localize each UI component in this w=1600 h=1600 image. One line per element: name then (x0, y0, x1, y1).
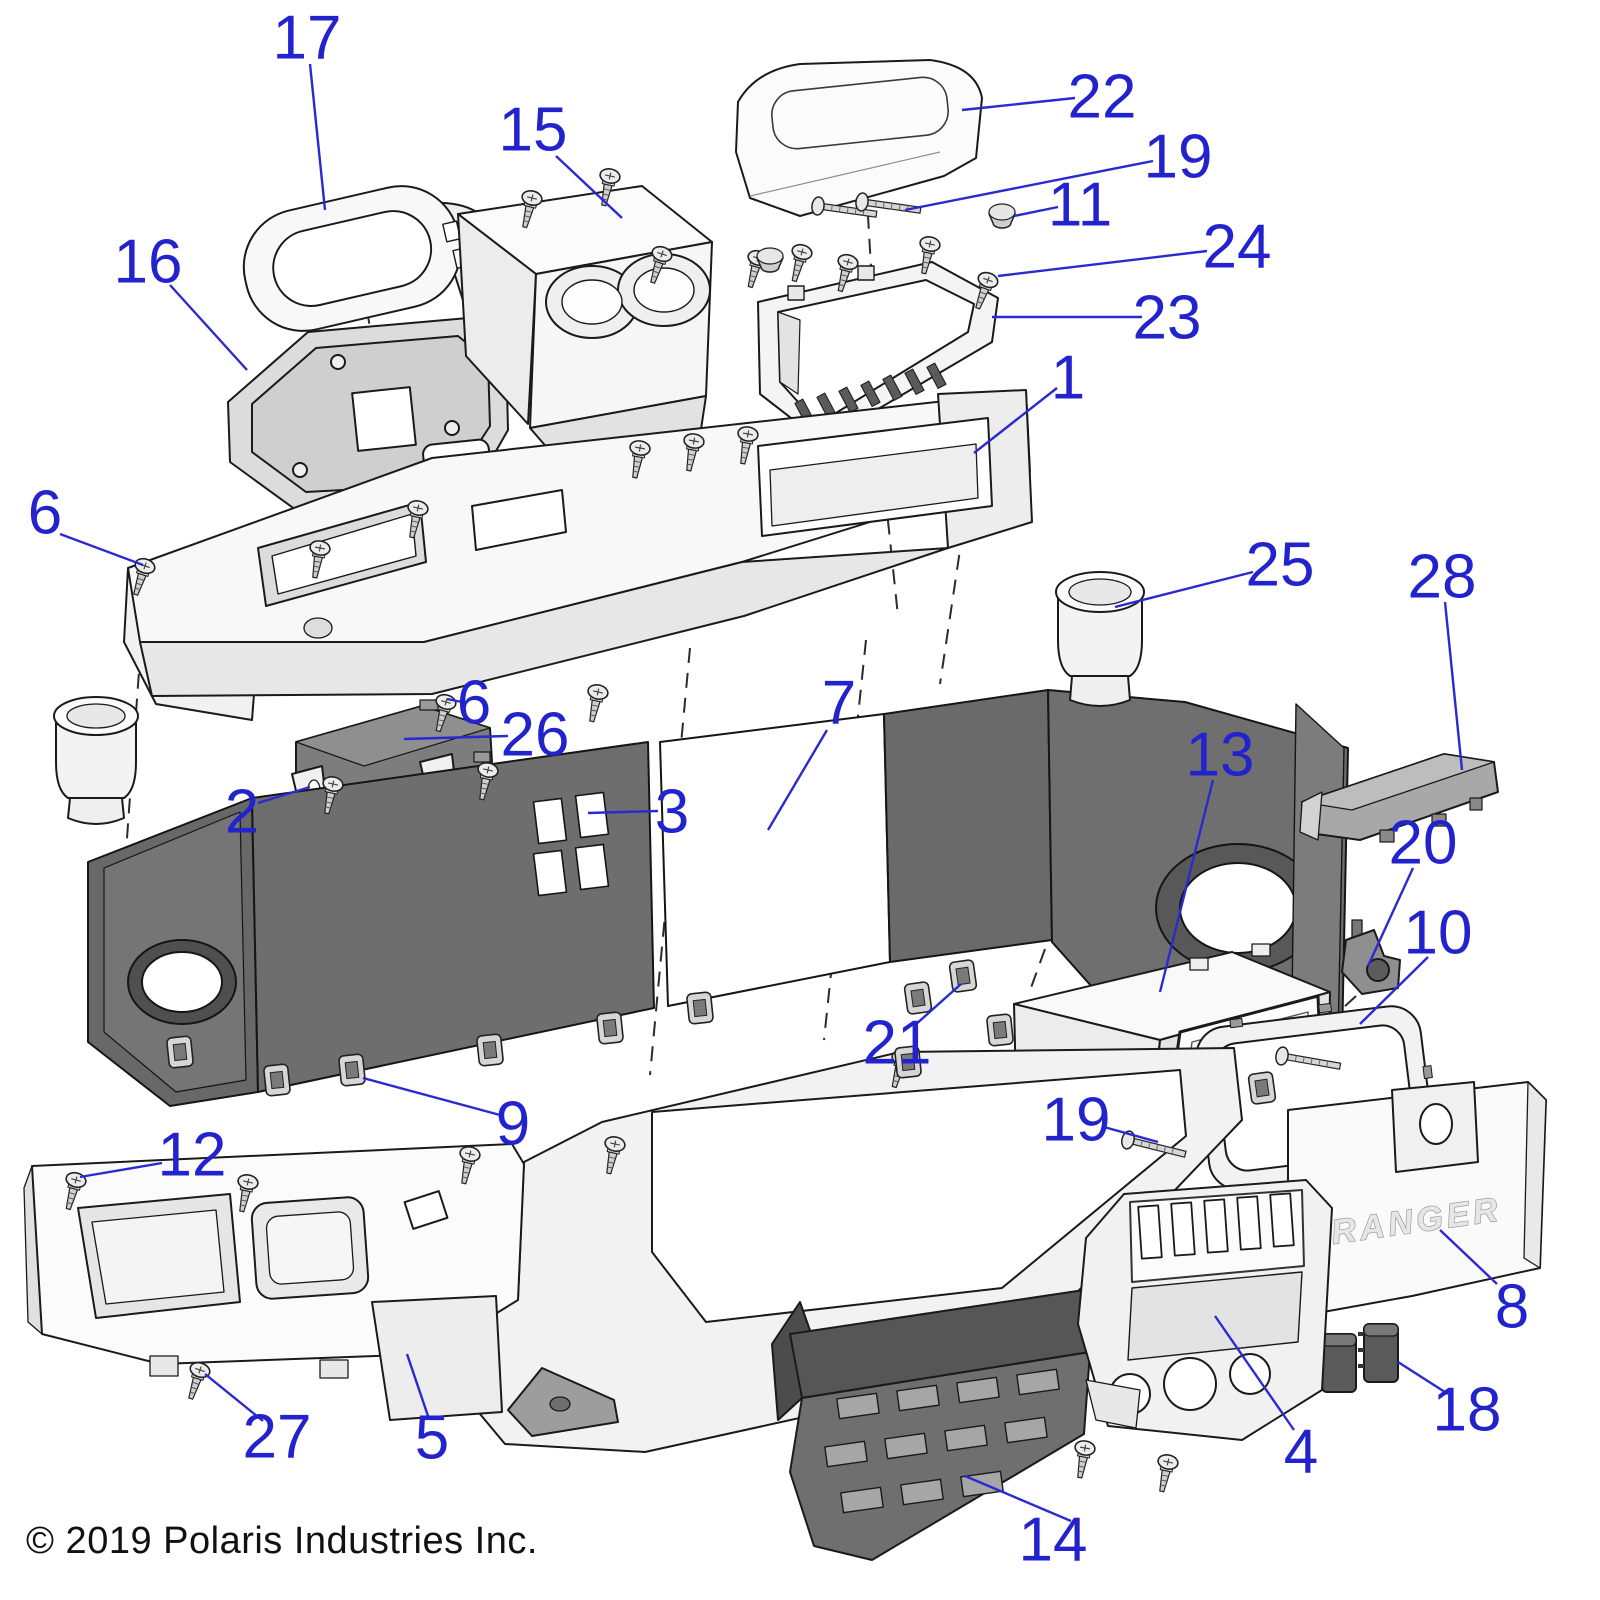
leader-line-14-29 (964, 1474, 1072, 1523)
leader-line-27-27 (204, 1373, 264, 1422)
callout-number-25-10: 25 (1246, 531, 1315, 600)
callout-number-4-26: 4 (1284, 1418, 1318, 1487)
leader-line-3-16 (587, 809, 659, 815)
clip-icon (1247, 1070, 1277, 1106)
callout-number-28-11: 28 (1408, 543, 1477, 612)
leader-line-5-28 (405, 1353, 430, 1417)
leader-line-6-9 (59, 532, 144, 567)
leader-line-2-15 (257, 785, 311, 805)
part-25-cup-insert (1055, 571, 1145, 707)
leader-line-7-14 (766, 729, 829, 831)
leader-line-13-17 (1158, 779, 1215, 993)
leader-line-25-10 (1114, 570, 1254, 609)
part-28-defrost-trim (1299, 753, 1499, 843)
leader-line-4-26 (1214, 1315, 1295, 1431)
part-15-cupholder-console (457, 185, 713, 459)
part-22-storage-lid (735, 59, 983, 217)
callout-number-11-4: 11 (1048, 171, 1112, 240)
callout-number-8-24: 8 (1495, 1273, 1529, 1342)
copyright-text: © 2019 Polaris Industries Inc. (26, 1520, 538, 1562)
leader-line-12-23 (79, 1161, 163, 1179)
clip-icon (262, 1063, 292, 1097)
callout-number-18-25: 18 (1433, 1376, 1502, 1445)
clip-icon (985, 1013, 1015, 1047)
part-8-glovebox-door: RANGER (1287, 1081, 1547, 1315)
clip-icon (475, 1033, 505, 1067)
leader-line-11-4 (1013, 205, 1059, 218)
callout-number-15-1: 15 (499, 96, 568, 165)
leader-line-16-8 (169, 284, 248, 371)
clip-icon (337, 1053, 367, 1087)
leader-line-19-22 (1103, 1125, 1159, 1144)
leader-line-10-19 (1359, 956, 1429, 1025)
leader-line-22-2 (961, 96, 1076, 112)
callout-number-13-17: 13 (1186, 721, 1255, 790)
callout-number-26-13: 26 (501, 701, 570, 770)
part-18-switch-blanks (1316, 1323, 1399, 1393)
callout-number-1-7: 1 (1051, 344, 1085, 413)
leader-line-9-21 (362, 1076, 501, 1117)
leader-line-15-1 (555, 155, 623, 219)
leader-line-17-0 (308, 63, 327, 211)
callout-number-17-0: 17 (273, 4, 342, 73)
plug-icon (988, 203, 1016, 229)
part-7-support-panel (87, 689, 1349, 1107)
leader-line-28-11 (1443, 601, 1464, 771)
part-14-vent-tray (771, 1289, 1095, 1561)
callout-number-7-14: 7 (822, 669, 856, 738)
leader-line-6-12 (446, 697, 463, 704)
leader-line-20-18 (1366, 867, 1415, 967)
leader-line-18-25 (1397, 1360, 1449, 1396)
callout-number-6-12: 6 (457, 669, 491, 738)
callout-number-2-15: 2 (225, 778, 259, 847)
screw-icon (1069, 1438, 1097, 1481)
callout-number-19-3: 19 (1144, 123, 1213, 192)
callout-number-19-22: 19 (1042, 1086, 1111, 1155)
support-bracket-lower (507, 1367, 619, 1437)
screw-icon (180, 1359, 213, 1403)
clip-icon (685, 991, 715, 1025)
callout-number-14-29: 14 (1019, 1506, 1088, 1575)
screw-icon (581, 682, 611, 725)
part-4-switch-panel (1077, 1179, 1333, 1441)
callout-number-21-20: 21 (863, 1009, 932, 1078)
callout-number-6-9: 6 (28, 479, 62, 548)
leader-line-19-3 (904, 159, 1154, 212)
leader-line-26-13 (403, 734, 509, 741)
screw-icon (783, 241, 815, 285)
callout-number-16-8: 16 (114, 228, 183, 297)
plug-icon (756, 247, 784, 273)
part-1-dash-main (123, 389, 1033, 721)
leader-line-1-7 (973, 387, 1058, 454)
part-5-lower-dash (23, 1047, 1243, 1453)
callout-number-22-2: 22 (1068, 63, 1137, 132)
callout-number-24-5: 24 (1203, 213, 1272, 282)
callout-number-9-21: 9 (496, 1090, 530, 1159)
leader-line-8-24 (1439, 1229, 1498, 1285)
callout-number-10-19: 10 (1404, 899, 1473, 968)
clip-icon (165, 1035, 195, 1069)
callout-number-5-28: 5 (415, 1404, 449, 1473)
cup-insert-left (53, 696, 139, 825)
leader-line-24-5 (997, 249, 1208, 278)
callout-number-3-16: 3 (655, 778, 689, 847)
clip-icon (595, 1011, 625, 1045)
screw-icon (1151, 1452, 1181, 1495)
callout-number-12-23: 12 (158, 1121, 227, 1190)
leader-line-21-20 (913, 983, 962, 1027)
clip-icon (948, 958, 978, 994)
part-23-storage-bin (757, 261, 999, 443)
callout-number-20-18: 20 (1389, 809, 1458, 878)
callout-number-23-6: 23 (1133, 284, 1202, 353)
callout-number-27-27: 27 (243, 1403, 312, 1472)
